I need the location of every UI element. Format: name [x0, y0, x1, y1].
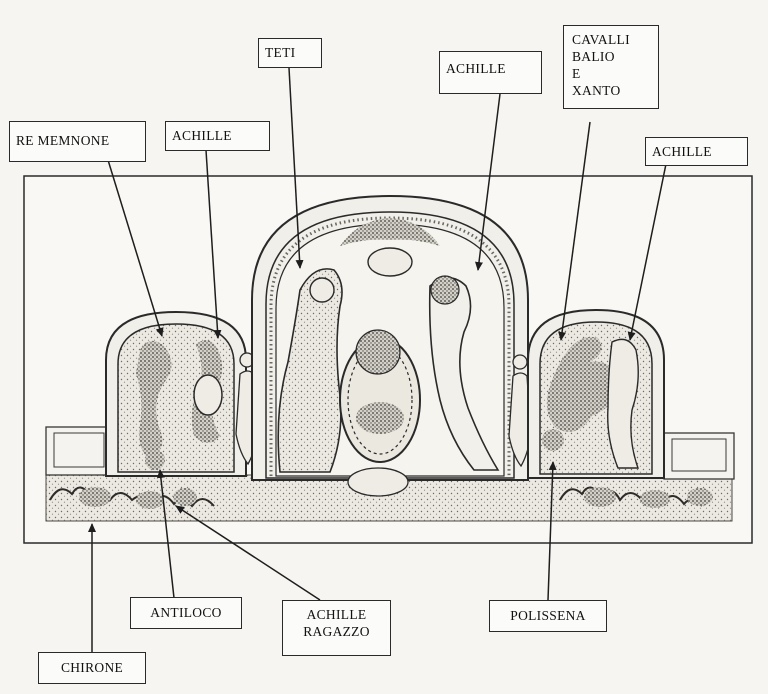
arrow-teti [288, 67, 304, 269]
arrow-polissena [547, 461, 557, 601]
label-achille-left: ACHILLE [165, 121, 270, 151]
arrow-achille-ragazzo [175, 505, 321, 601]
arrow-achille-left [205, 149, 222, 339]
label-achille-ragazzo: ACHILLE RAGAZZO [282, 600, 391, 656]
label-antiloco: ANTILOCO [130, 597, 242, 629]
central-arch-panel [251, 194, 529, 497]
left-plinth-panel [45, 426, 113, 476]
arrow-antiloco [156, 469, 175, 599]
label-achille-center: ACHILLE [439, 51, 542, 94]
arrow-achille-right [627, 163, 667, 341]
right-caryatid [508, 354, 532, 468]
arrow-achille-center [475, 93, 501, 271]
label-achille-right: ACHILLE [645, 137, 748, 166]
right-arch-panel [527, 308, 665, 479]
label-cavalli-balio-e-xanto: CAVALLI BALIO E XANTO [563, 25, 659, 109]
label-teti: TETI [258, 38, 322, 68]
pointer-arrows [88, 67, 667, 652]
arrow-re-memnone [107, 159, 164, 337]
label-polissena: POLISSENA [489, 600, 607, 632]
label-chirone: CHIRONE [38, 652, 146, 684]
left-arch-panel [105, 310, 247, 477]
arrow-cavalli [558, 121, 591, 341]
right-plinth-panel [663, 432, 735, 480]
label-re-memnone: RE MEMNONE [9, 121, 146, 162]
